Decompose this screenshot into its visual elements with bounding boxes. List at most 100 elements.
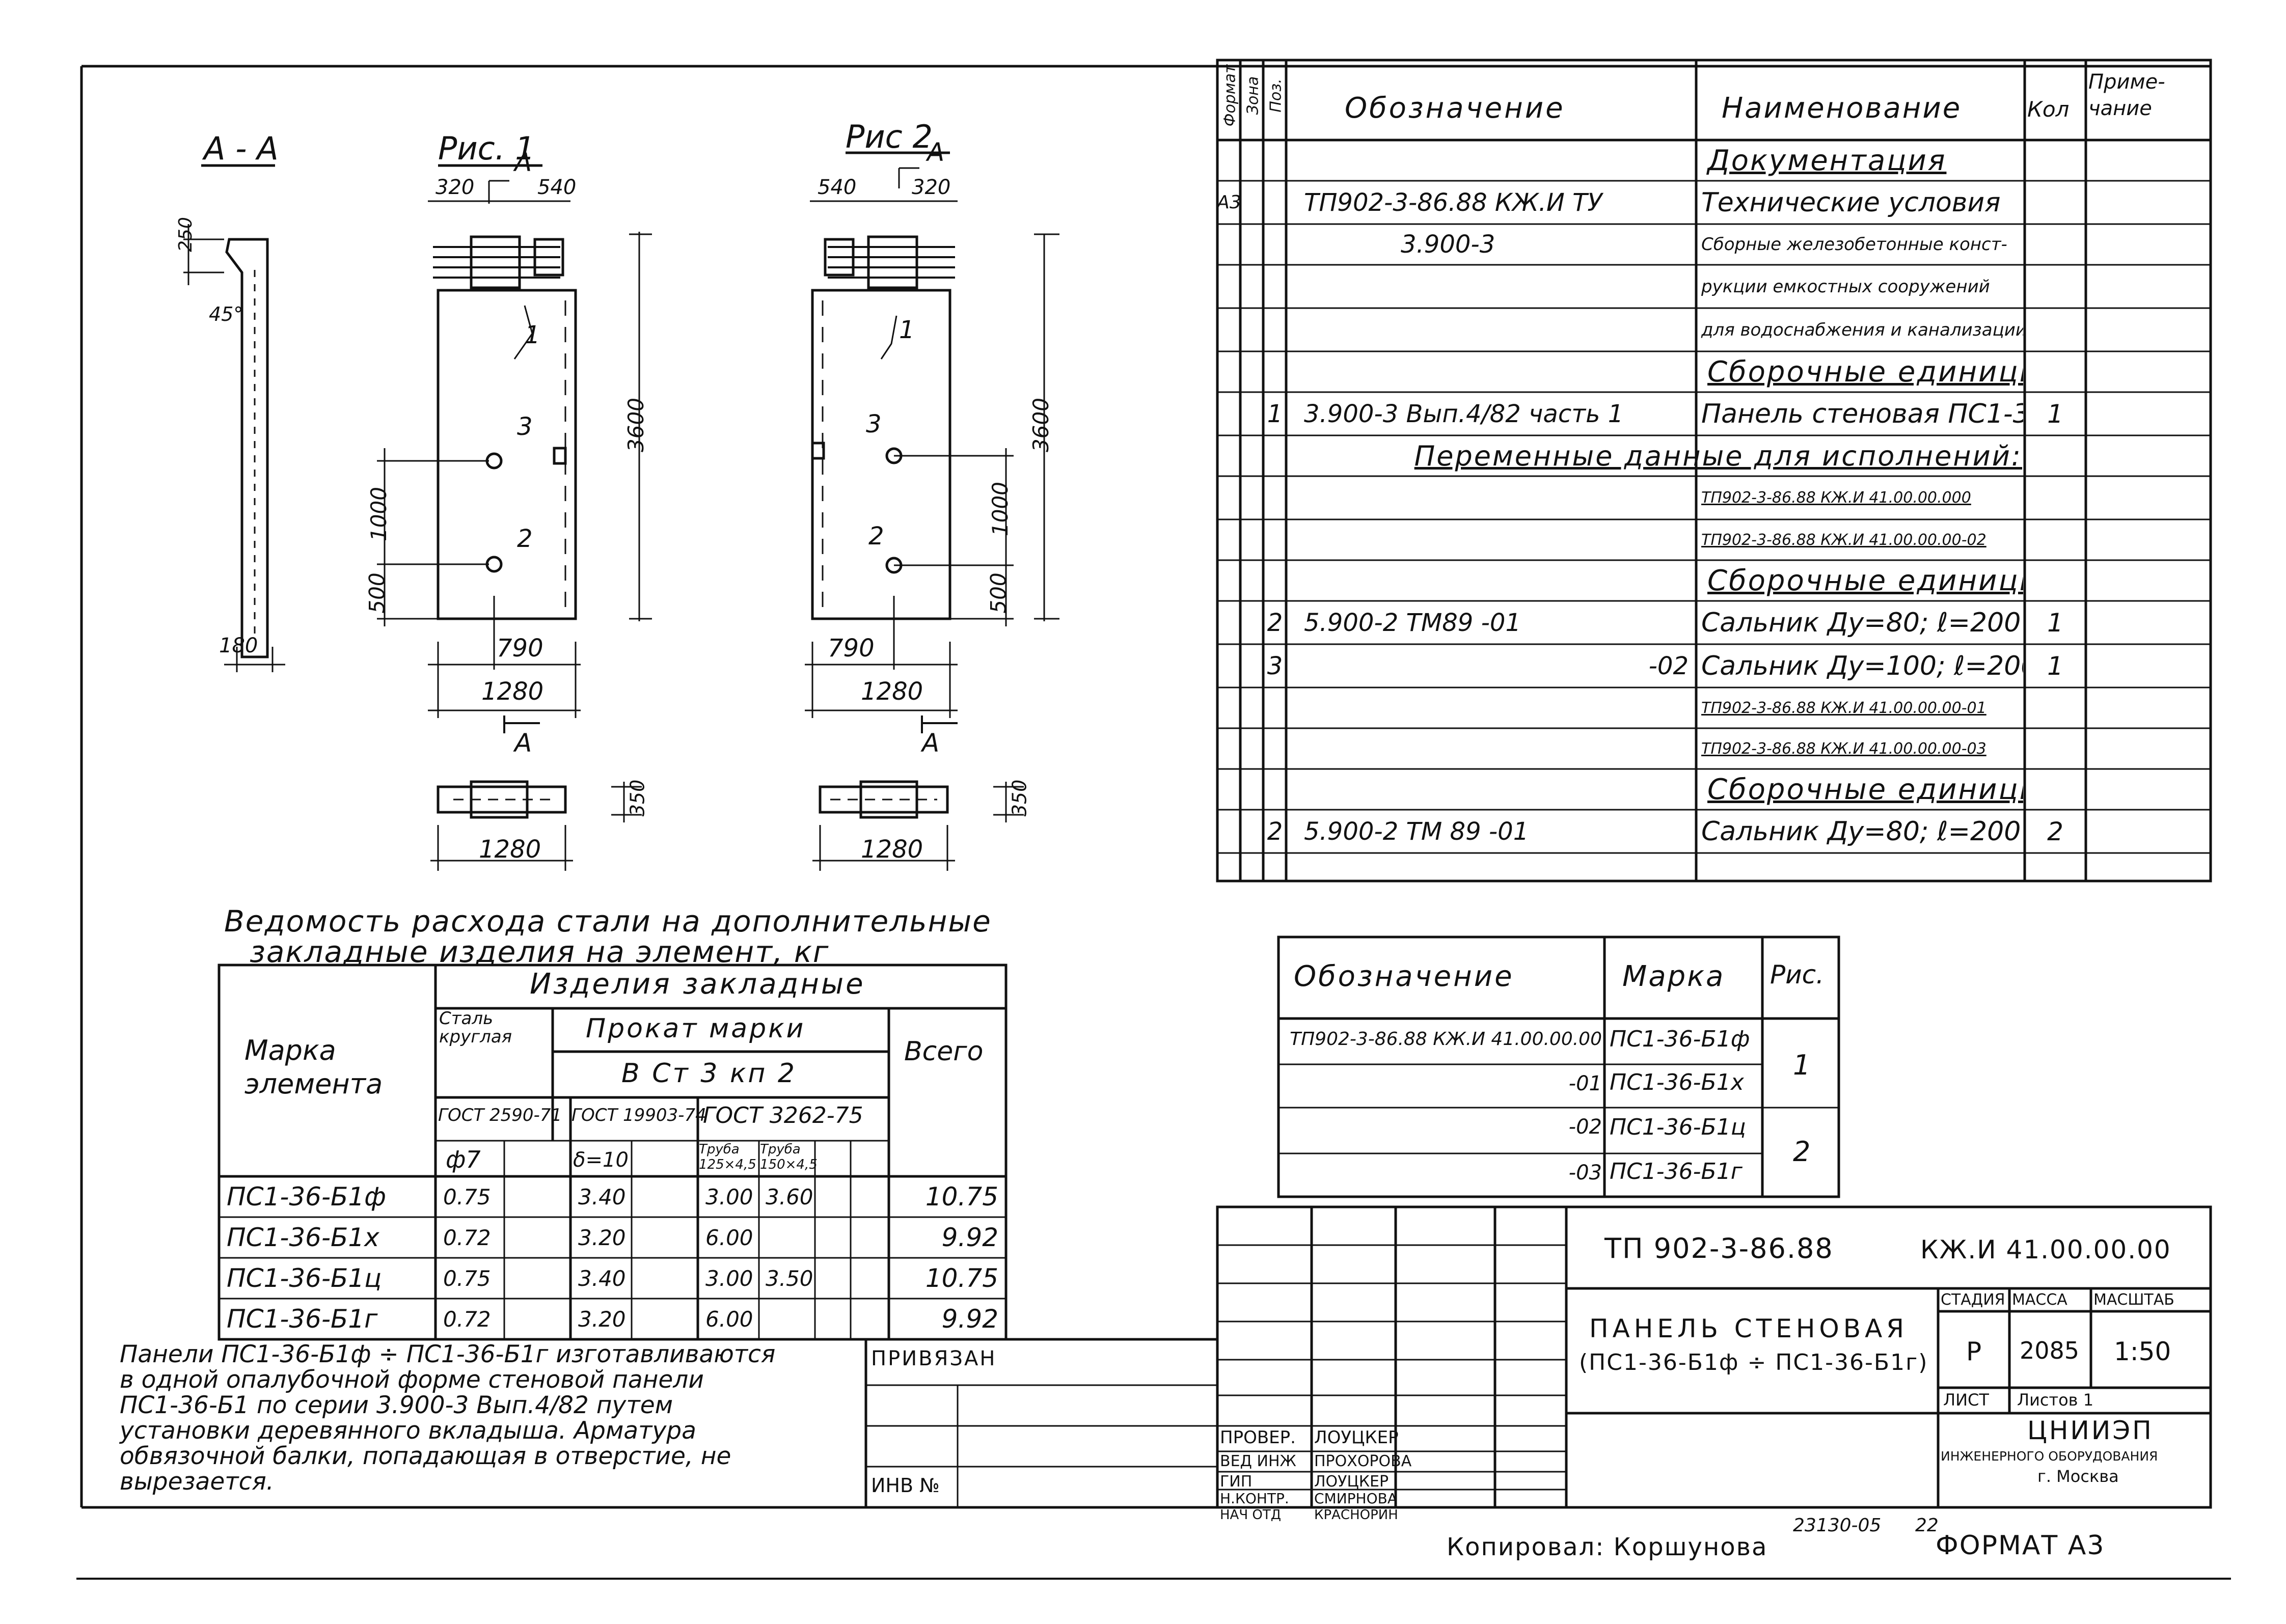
- spec-header-qty: Кол: [2027, 97, 2070, 122]
- stage-value: Р: [1966, 1337, 1982, 1366]
- spec-row-qty: [2026, 265, 2085, 308]
- stage-label: Стадия: [1941, 1291, 2005, 1309]
- signer-4-role: Нач отд: [1220, 1507, 1282, 1523]
- spec-row-format: [1218, 644, 1240, 687]
- spec-row-designation: [1289, 308, 1694, 351]
- note-line-5: обвязочной балки, попадающая в отверстие…: [120, 1442, 731, 1470]
- signer-4-name: Краснорин: [1314, 1507, 1398, 1523]
- mass-label: Масса: [2012, 1291, 2067, 1309]
- steel-row-total: 9.92: [941, 1223, 998, 1252]
- spec-row-pos: [1264, 853, 1286, 881]
- steel-group-header: Изделия закладные: [530, 968, 865, 1001]
- spec-row-pos: [1264, 435, 1286, 476]
- scale-value: 1:50: [2114, 1337, 2171, 1366]
- spec-row-name: ТП902-3-86.88 КЖ.И 41.00.00.00-02: [1701, 531, 1986, 549]
- fig2-callout-3: 3: [866, 410, 882, 438]
- fig2-dim-320: 320: [912, 176, 951, 199]
- spec-row-format: [1218, 392, 1240, 435]
- fig1-title: Рис. 1: [438, 130, 535, 167]
- spec-row-pos: 1: [1267, 399, 1283, 428]
- spec-row-qty: 1: [2047, 651, 2063, 681]
- steel-row-pipe2: [760, 1299, 814, 1339]
- spec-row-format: [1218, 140, 1240, 181]
- spec-row-designation: [1289, 769, 1694, 810]
- fig1-dim-1280b: 1280: [479, 835, 541, 864]
- format-label: Формат А3: [1936, 1530, 2105, 1561]
- fig2-dim-1280b: 1280: [861, 835, 923, 864]
- spec-header-note: Приме- чание: [2088, 70, 2165, 120]
- steel-row-d10: 3.20: [578, 1225, 626, 1250]
- steel-row-d7: 0.72: [443, 1225, 491, 1250]
- steel-row-d10: 3.40: [578, 1184, 626, 1209]
- spec-row-designation: [1289, 687, 1694, 728]
- spec-row-qty: 1: [2047, 399, 2063, 429]
- spec-header-name: Наименование: [1722, 92, 1962, 125]
- doc-number: ТП 902-3-86.88: [1604, 1232, 1834, 1264]
- spec-row-designation: 5.900-2 ТМ 89 -01: [1304, 817, 1529, 846]
- spec-row-designation: 5.900-2 ТМ89 -01: [1304, 608, 1521, 637]
- steel-sub-pipe1: Труба 125×4,5: [699, 1142, 756, 1172]
- fig2-dim-1000: 1000: [987, 482, 1013, 536]
- steel-title-2: закладные изделия на элемент, кг: [250, 934, 830, 969]
- steel-row-total: 10.75: [925, 1263, 998, 1293]
- marks-row-1-designation: -01: [1568, 1072, 1602, 1095]
- fig2-dim-350: 350: [1008, 779, 1031, 817]
- spec-row-qty: [2026, 687, 2085, 728]
- fig1-callout-3: 3: [517, 412, 533, 441]
- spec-row-name: ТП902-3-86.88 КЖ.И 41.00.00.00-01: [1701, 699, 1986, 717]
- steel-col-mark: Марка элемента: [244, 1034, 383, 1100]
- fig2-callout-2: 2: [868, 522, 884, 550]
- fig1-callout-2: 2: [517, 525, 533, 553]
- steel-row-pipe1: 6.00: [705, 1225, 753, 1250]
- marks-header-mark: Марка: [1622, 960, 1725, 993]
- scale-label: Масштаб: [2093, 1291, 2174, 1309]
- spec-row-format: [1218, 519, 1240, 560]
- section-dim-45: 45°: [209, 303, 243, 325]
- spec-row-format: [1218, 351, 1240, 392]
- spec-row-designation: [1289, 140, 1694, 181]
- sheets-label: Листов 1: [2017, 1390, 2094, 1410]
- spec-row-format: [1218, 687, 1240, 728]
- order-number: 23130-05: [1793, 1515, 1882, 1536]
- steel-col-total: Всего: [904, 1036, 984, 1067]
- spec-row-name: для водоснабжения и канализации: [1701, 319, 2023, 340]
- spec-row-pos: [1264, 308, 1286, 351]
- fig1-dim-790: 790: [497, 634, 543, 663]
- item-name-2: (ПС1-36-Б1ф ÷ ПС1-36-Б1г): [1579, 1350, 1928, 1375]
- spec-row-qty: [2026, 351, 2085, 392]
- spec-row-pos: [1264, 769, 1286, 810]
- steel-row-total: 9.92: [941, 1304, 998, 1334]
- steel-row-mark: ПС1-36-Б1г: [227, 1304, 378, 1334]
- spec-row-format: [1218, 265, 1240, 308]
- section-dim-180: 180: [219, 634, 258, 657]
- spec-row-name: Сборные железобетонные конст-: [1701, 234, 2007, 255]
- steel-row-mark: ПС1-36-Б1ф: [227, 1182, 386, 1212]
- fig2-dim-1280: 1280: [861, 677, 923, 706]
- marks-header-designation: Обозначение: [1294, 960, 1514, 993]
- spec-row-name: Сальник Ду=100; ℓ=200: [1701, 650, 2023, 681]
- spec-row-name: ТП902-3-86.88 КЖ.И 41.00.00.000: [1701, 489, 1971, 507]
- note-line-1: Панели ПС1-36-Б1ф ÷ ПС1-36-Б1г изготавли…: [120, 1340, 776, 1368]
- spec-row-pos: [1264, 140, 1286, 181]
- fig2-dim-500: 500: [986, 572, 1011, 614]
- marks-row-2-designation: -02: [1568, 1115, 1602, 1139]
- steel-row-mark: ПС1-36-Б1х: [227, 1223, 379, 1252]
- fig2-dim-540: 540: [818, 176, 857, 199]
- spec-header-pos: Поз.: [1267, 78, 1285, 113]
- signer-0-role: Провер.: [1220, 1427, 1296, 1448]
- spec-row-name: [1697, 853, 2023, 881]
- spec-row-format: [1218, 601, 1240, 644]
- marks-row-3-designation: -03: [1568, 1161, 1602, 1185]
- signer-2-name: Лоуцкер: [1314, 1473, 1389, 1491]
- spec-row-designation: [1289, 728, 1694, 769]
- spec-row-format: [1218, 224, 1240, 265]
- steel-sub-d10: δ=10: [573, 1148, 629, 1172]
- spec-row-name: Сборочные единицы: [1707, 355, 2023, 389]
- steel-row-pipe1: 3.00: [705, 1265, 753, 1291]
- spec-header-format: Формат: [1221, 64, 1239, 127]
- fig2-cut-bottom: А: [922, 728, 940, 758]
- spec-row-name: рукции емкостных сооружений: [1701, 276, 1990, 297]
- spec-row-format: [1218, 308, 1240, 351]
- spec-row-name: Сальник Ду=80; ℓ=200: [1701, 607, 2021, 638]
- steel-row-pipe2: 3.60: [766, 1184, 813, 1209]
